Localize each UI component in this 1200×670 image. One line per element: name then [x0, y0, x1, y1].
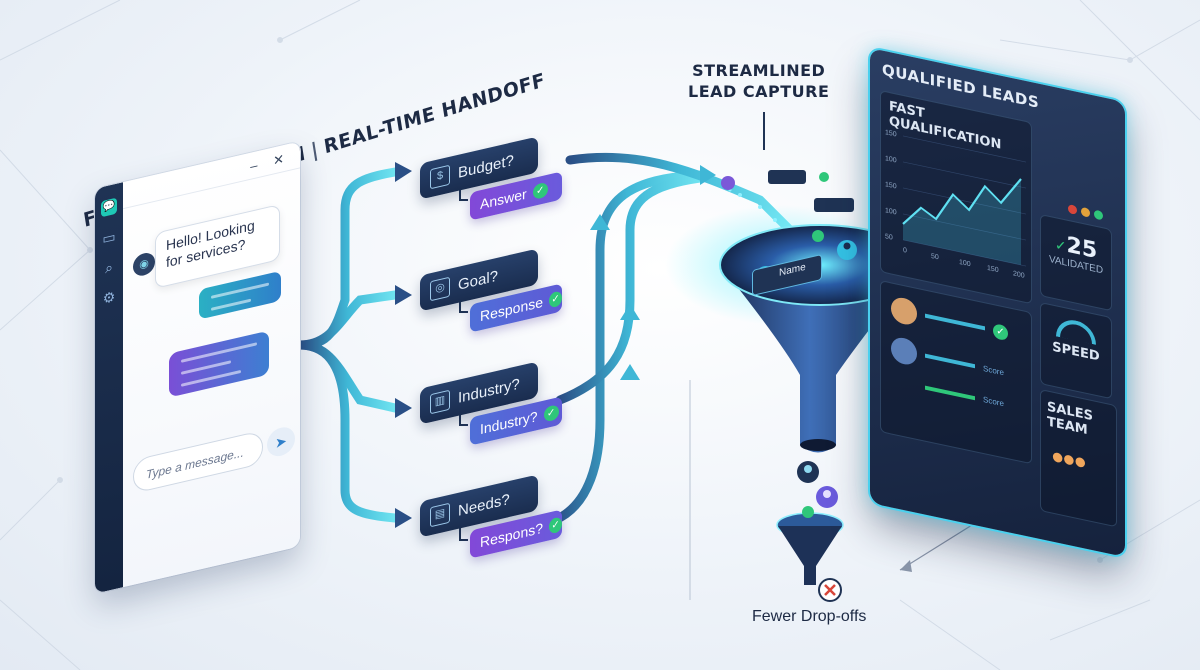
- sales-team-label: SALES TEAM: [1047, 399, 1093, 439]
- drop-off-label: Fewer Drop-offs: [752, 608, 867, 625]
- floating-lead-cards: [721, 170, 854, 212]
- speed-panel: SPEED: [1040, 302, 1112, 400]
- question-label: Goal?: [458, 267, 499, 294]
- check-icon: ✓: [532, 181, 548, 200]
- y-tick: 50: [885, 233, 893, 242]
- search-icon[interactable]: ⌕: [105, 258, 113, 277]
- question-label: Budget?: [458, 151, 514, 182]
- user-message-bubble: [199, 270, 281, 320]
- validated-panel: ✓25 VALIDATED: [1040, 214, 1112, 312]
- chat-icon: ▤: [430, 502, 450, 528]
- lead-name-label: Name: [779, 261, 806, 279]
- question-label: Needs?: [458, 490, 510, 520]
- x-tick: 50: [931, 253, 939, 262]
- bot-message-bubble: [169, 330, 269, 398]
- chat-window: 💬 ▭ ⌕ ⚙ – ✕ ◉ Hello! Looking for service…: [95, 141, 300, 594]
- trend-chart: 150 100 150 100 50 0 50 100 150 200: [885, 129, 1026, 280]
- check-icon: ✓: [549, 515, 562, 534]
- gauge-icon: [1056, 316, 1096, 345]
- headline-separator: |: [309, 138, 321, 163]
- speed-label: SPEED: [1052, 339, 1100, 365]
- answer-label: Answer: [480, 185, 527, 213]
- team-icon: ●●●: [1051, 442, 1085, 475]
- mini-funnel: [776, 461, 844, 602]
- y-tick: 100: [885, 155, 897, 164]
- sales-team-panel: SALES TEAM ●●●: [1040, 389, 1117, 528]
- funnel-caption-line-1: STREAMLINED: [692, 61, 826, 80]
- lead-list-panel: ✓ Score Score: [880, 280, 1032, 465]
- gear-icon[interactable]: ⚙: [102, 287, 116, 307]
- branch-arrows: [295, 167, 400, 523]
- merge-arrows: [550, 152, 795, 525]
- wallet-icon: $: [430, 164, 450, 190]
- funnel-caption-line-2: LEAD CAPTURE: [688, 82, 830, 101]
- question-connectors: [459, 180, 468, 541]
- x-tick: 150: [987, 265, 999, 274]
- avatar: [891, 335, 917, 367]
- x-tick: 200: [1013, 270, 1025, 279]
- bar-chart-icon: ▥: [430, 389, 450, 415]
- question-label: Industry?: [458, 375, 520, 407]
- x-tick: 0: [903, 247, 907, 255]
- avatar: [891, 295, 917, 327]
- funnel-caption: STREAMLINED LEAD CAPTURE: [688, 60, 829, 102]
- y-tick: 100: [885, 207, 897, 216]
- score-label: Score: [983, 363, 1004, 377]
- score-label: Score: [983, 394, 1004, 409]
- send-icon[interactable]: ➤: [267, 424, 295, 459]
- check-icon: ✓: [549, 289, 562, 308]
- bot-avatar-icon: ◉: [133, 250, 155, 278]
- messages-icon[interactable]: ▭: [102, 227, 116, 247]
- chat-sidebar: 💬 ▭ ⌕ ⚙: [95, 182, 123, 594]
- message-input[interactable]: Type a message...: [133, 429, 263, 494]
- target-icon: ◎: [430, 276, 450, 302]
- y-tick: 150: [885, 129, 897, 138]
- check-icon: ✓: [993, 322, 1008, 341]
- branch-arrowheads: [395, 162, 412, 528]
- x-tick: 100: [959, 259, 971, 268]
- check-icon: ✓: [543, 403, 559, 423]
- chat-logo-icon: 💬: [101, 197, 117, 218]
- y-tick: 150: [885, 181, 897, 190]
- merge-arrowheads: [590, 165, 716, 380]
